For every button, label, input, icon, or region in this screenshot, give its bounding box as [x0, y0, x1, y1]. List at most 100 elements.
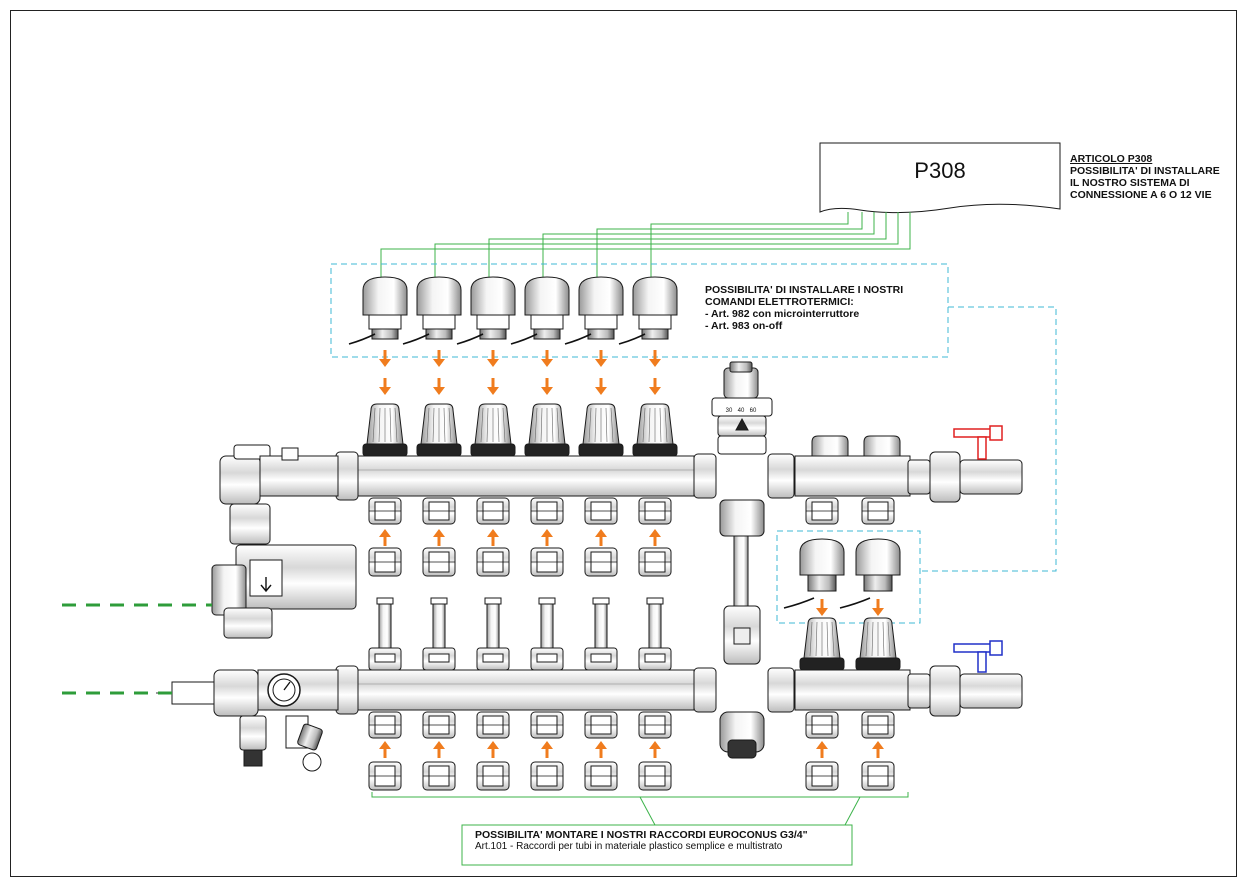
arrow-shaft [383, 536, 387, 546]
arrow-shaft [599, 350, 603, 360]
euroconus-fitting [368, 497, 402, 525]
flowmeters [368, 597, 672, 671]
euroconus-fitting [861, 711, 895, 739]
valve-head-rib [887, 621, 891, 657]
arrow-shaft [653, 350, 657, 360]
valve-head-rib [642, 407, 646, 443]
actuator-nut [641, 328, 669, 340]
note-raccordi-euroconus: POSSIBILITA' MONTARE I NOSTRI RACCORDI E… [475, 829, 808, 853]
valve-head-base [362, 443, 408, 457]
arrow-head [649, 529, 661, 537]
valve-head-rib [831, 621, 835, 657]
pump-flow-arrow-icon [260, 577, 272, 593]
arrow-head [541, 387, 553, 395]
euroconus-fitting [476, 711, 510, 739]
flowmeter [530, 597, 564, 671]
arrow-shaft [437, 536, 441, 546]
actuator-cable [618, 333, 646, 345]
left-supply-assembly [219, 444, 339, 505]
arrow-head [595, 387, 607, 395]
euroconus-fitting [422, 497, 456, 525]
valve-head [578, 403, 624, 457]
flowmeter-window [482, 653, 504, 663]
actuator-ring [584, 314, 618, 330]
scale-label: 40 [738, 408, 745, 414]
euroconus-fitting [368, 711, 402, 739]
arrow-head [595, 359, 607, 367]
valve-head-rib [809, 621, 813, 657]
euroconus-fitting [584, 711, 618, 739]
valve-head [362, 403, 408, 457]
arrow-head [379, 529, 391, 537]
arrow-head [433, 741, 445, 749]
valve-head-rib [534, 407, 538, 443]
valve-head-rib [594, 407, 597, 443]
arrow-down-icon [379, 378, 391, 395]
euroconus-fitting [422, 547, 456, 577]
arrow-head [649, 741, 661, 749]
note-line: - Art. 983 on-off [705, 320, 783, 332]
euroconus-fitting [530, 711, 564, 739]
euroconus-fitting [805, 497, 839, 525]
valve-head-rib [664, 407, 668, 443]
electrothermal-actuator [402, 276, 462, 345]
actuator-wires [380, 212, 911, 277]
arrow-down-icon [379, 350, 391, 367]
arrow-up-icon [433, 529, 445, 546]
electrothermal-actuators [348, 276, 901, 609]
actuator-ring [638, 314, 672, 330]
actuator-group-box-top [330, 263, 949, 358]
arrow-shaft [491, 536, 495, 546]
valve-head-rib [540, 407, 543, 443]
arrow-shaft [876, 748, 880, 758]
arrow-head [487, 359, 499, 367]
valve-head-rib [448, 407, 452, 443]
note-line: COMANDI ELETTROTERMICI: [705, 296, 854, 308]
note-line: POSSIBILITA' DI INSTALLARE I NOSTRI [705, 284, 904, 296]
arrow-down-icon [649, 378, 661, 395]
valve-head-base [470, 443, 516, 457]
actuator-group-box-right [776, 306, 1057, 624]
note-line: POSSIBILITA' MONTARE I NOSTRI RACCORDI E… [475, 829, 808, 841]
arrow-head [595, 741, 607, 749]
euroconus-fitting [638, 497, 672, 525]
arrow-shaft [383, 748, 387, 758]
euroconus-fitting [805, 711, 839, 739]
actuator-ring [476, 314, 510, 330]
valve-head-rib [480, 407, 484, 443]
arrow-head [649, 387, 661, 395]
actuator-wire [488, 212, 887, 277]
fittings-bracket [371, 792, 909, 866]
actuator-nut [479, 328, 507, 340]
euroconus-fitting [584, 547, 618, 577]
arrow-head [487, 387, 499, 395]
arrow-head [487, 529, 499, 537]
valve-head-rib [865, 621, 869, 657]
note-line: CONNESSIONE A 6 O 12 VIE [1070, 189, 1212, 201]
flowmeter-cap [646, 597, 664, 605]
note-line: IL NOSTRO SISTEMA DI [1070, 177, 1190, 189]
arrow-up-icon [649, 529, 661, 546]
arrow-shaft [491, 748, 495, 758]
supply-manifold-bar [355, 455, 911, 497]
euroconus-fitting [861, 761, 895, 791]
electrothermal-actuator [564, 276, 624, 345]
arrow-shaft [437, 378, 441, 388]
valve-head-rib [372, 407, 376, 443]
note-line: Art.101 - Raccordi per tubi in materiale… [475, 841, 783, 852]
flowmeter-cap [538, 597, 556, 605]
actuator-wire [542, 212, 875, 277]
flowmeter-window [428, 653, 450, 663]
euroconus-fittings [368, 497, 895, 791]
valve-head-rib [389, 407, 392, 443]
euroconus-fitting [476, 761, 510, 791]
euroconus-fitting [584, 497, 618, 525]
euroconus-fitting [584, 761, 618, 791]
valve-head-rib [486, 407, 489, 443]
actuator-cable [783, 597, 815, 609]
supply-right-caps [811, 435, 901, 457]
arrow-up-icon [379, 529, 391, 546]
manifold-couplings [335, 451, 1023, 717]
thermostatic-mixing-valve [711, 361, 773, 759]
arrow-head [433, 529, 445, 537]
